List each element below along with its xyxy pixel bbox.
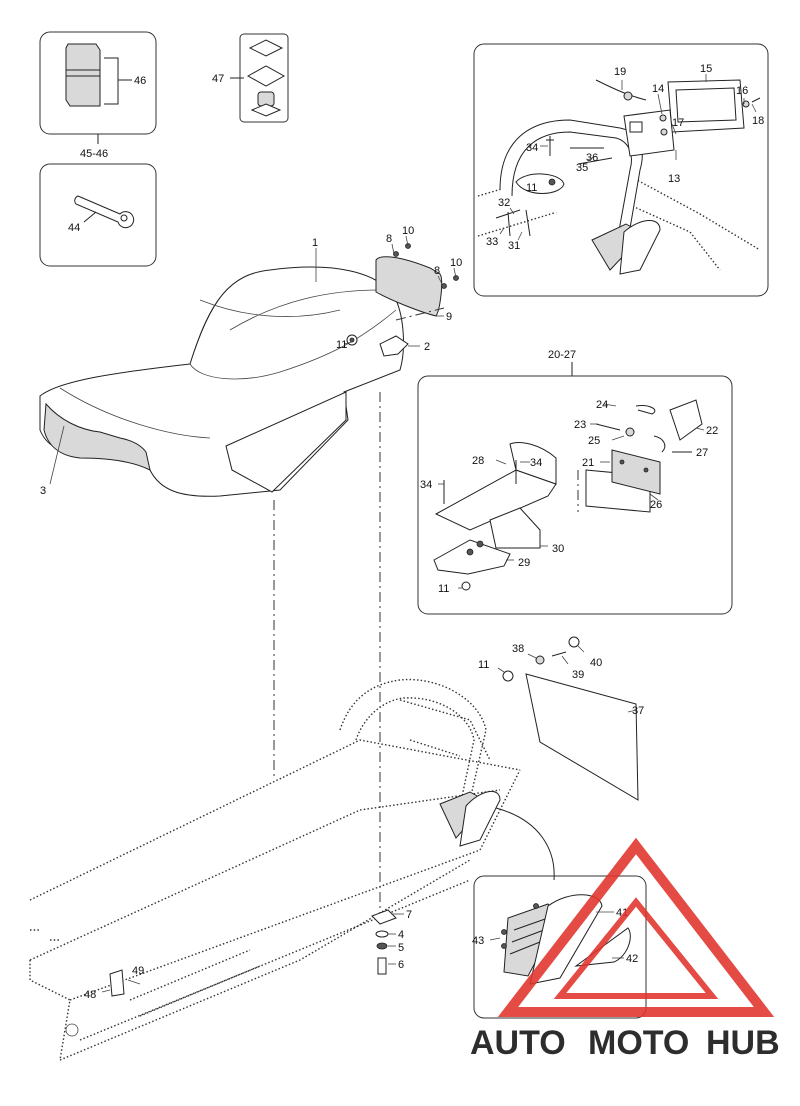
callout-32: 32: [498, 197, 510, 209]
watermark-auto: AUTO: [470, 1024, 566, 1062]
callout-28: 28: [472, 455, 484, 467]
callout-13: 13: [668, 173, 680, 185]
callout-14: 14: [652, 83, 664, 95]
callout-3: 3: [40, 485, 46, 497]
callout-21: 21: [582, 457, 594, 469]
inset-47: 47: [212, 33, 289, 123]
callout-38: 38: [512, 643, 524, 655]
callout-31: 31: [508, 240, 520, 252]
callout-33: 33: [486, 236, 498, 248]
callout-26: 26: [650, 499, 662, 511]
callout-11-bracket: 11: [438, 583, 449, 595]
callout-44: 44: [68, 222, 80, 234]
watermark-logo: AUTO MOTO HUB: [470, 837, 780, 1062]
inset-44: 44: [39, 163, 157, 267]
callout-15: 15: [700, 63, 712, 75]
callout-11-inset: 11: [526, 182, 537, 194]
callout-10-b: 10: [450, 257, 462, 269]
callout-23: 23: [574, 419, 586, 431]
callout-22: 22: [706, 425, 718, 437]
callout-40: 40: [590, 657, 602, 669]
callout-48: 48: [84, 989, 96, 1001]
watermark-hub: HUB: [706, 1024, 780, 1062]
callout-30: 30: [552, 543, 564, 555]
callout-11-flap: 11: [478, 659, 489, 671]
seat-assembly: 1 2 3 8 10 8 10 9 11: [39, 225, 462, 497]
callout-18: 18: [752, 115, 764, 127]
inset-taillight: 19 15 14 16 17 18 13 34 36 35 11 32 33 3…: [473, 43, 769, 297]
callout-34-mid: 34: [530, 457, 542, 469]
callout-2: 2: [424, 341, 430, 353]
callout-7: 7: [406, 909, 412, 921]
callout-24: 24: [596, 399, 608, 411]
callout-19: 19: [614, 66, 626, 78]
group-label-45-46: 45-46: [80, 148, 108, 160]
callout-9: 9: [446, 311, 452, 323]
callout-4: 4: [398, 929, 404, 941]
snow-flap: 11 38 39 40 37: [478, 636, 644, 801]
inset-45-46: 46 45-46: [39, 31, 157, 160]
callout-34-top: 34: [526, 142, 538, 154]
callout-39: 39: [572, 669, 584, 681]
callout-43: 43: [472, 935, 484, 947]
callout-42: 42: [626, 953, 638, 965]
callout-1: 1: [312, 237, 318, 249]
callout-36: 36: [586, 152, 598, 164]
callout-47: 47: [212, 73, 224, 85]
group-label-20-27: 20-27: [548, 349, 576, 361]
callout-34-left: 34: [420, 479, 432, 491]
callout-16: 16: [736, 85, 748, 97]
callout-17: 17: [672, 117, 684, 129]
tunnel-frame: 7 4 5 6 49 48: [29, 678, 555, 1061]
watermark-moto: MOTO: [588, 1024, 689, 1062]
callout-27: 27: [696, 447, 708, 459]
callout-25: 25: [588, 435, 600, 447]
callout-6: 6: [398, 959, 404, 971]
callout-11-seat: 11: [336, 339, 347, 351]
callout-10-a: 10: [402, 225, 414, 237]
callout-37: 37: [632, 705, 644, 717]
callout-29: 29: [518, 557, 530, 569]
callout-5: 5: [398, 942, 404, 954]
callout-8-b: 8: [434, 265, 440, 277]
callout-8-a: 8: [386, 233, 392, 245]
callout-35: 35: [576, 162, 588, 174]
inset-20-27: 20-27 24 22: [417, 349, 733, 615]
callout-49: 49: [132, 965, 144, 977]
callout-46: 46: [134, 75, 146, 87]
